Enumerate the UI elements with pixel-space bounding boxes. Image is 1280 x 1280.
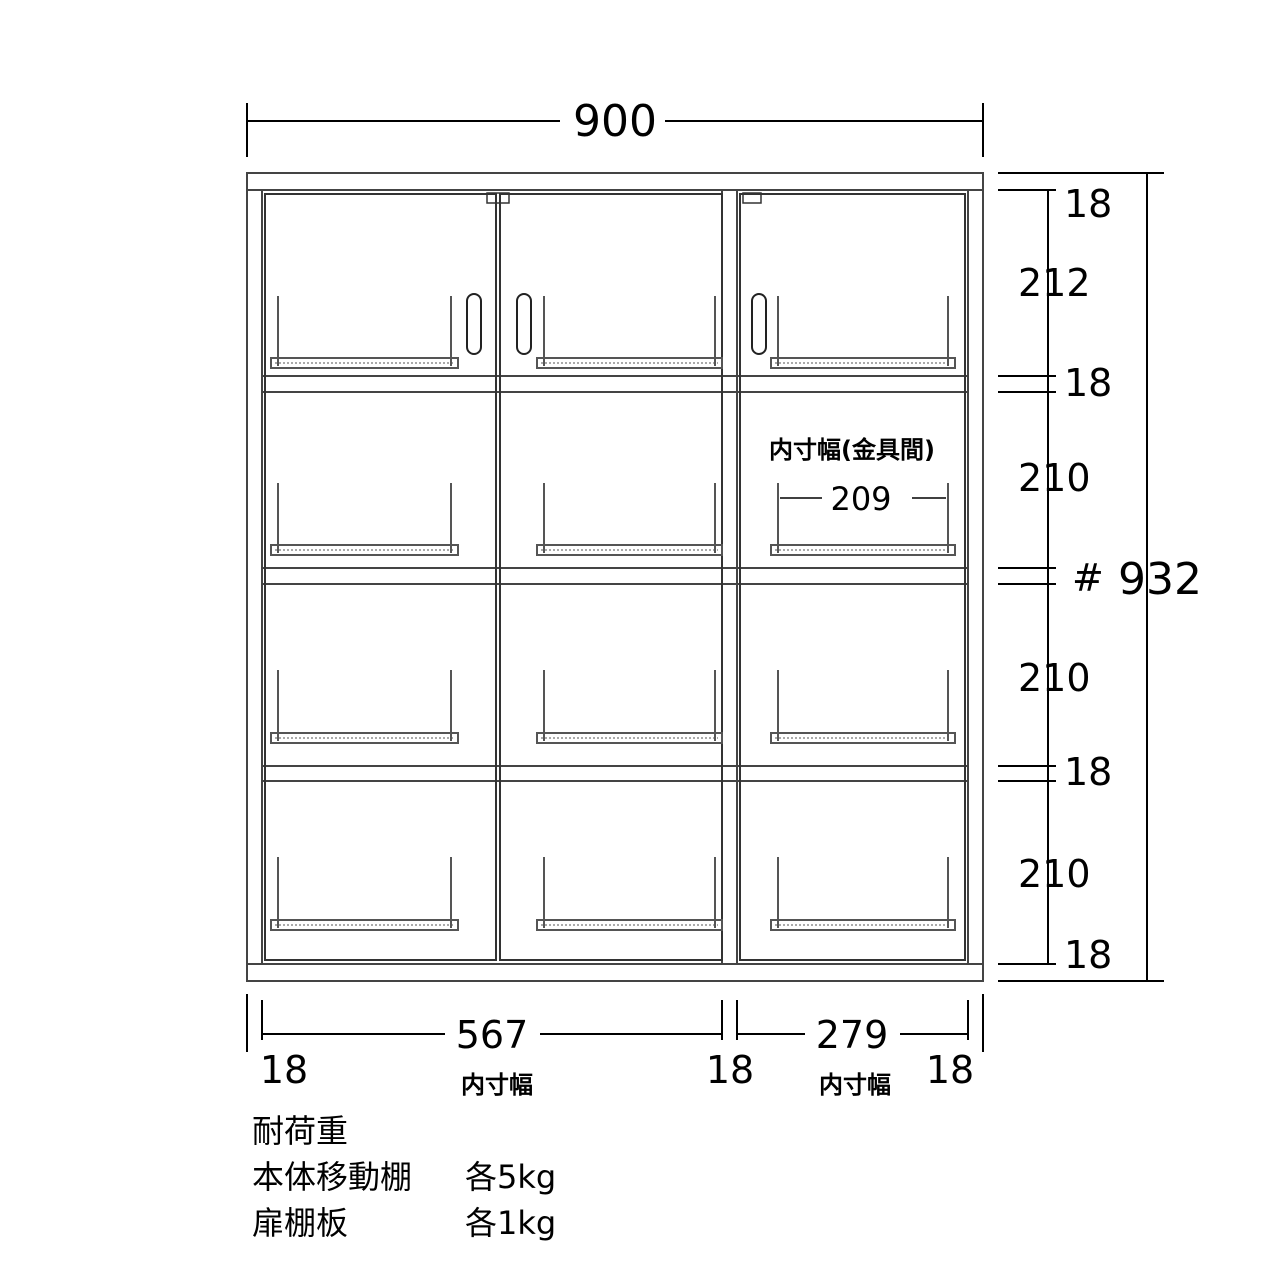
notes-row: 扉棚板 各1kg (252, 1200, 556, 1246)
door-rack-part (770, 732, 956, 744)
right-height-dimensions (998, 172, 1164, 982)
door-rack-part (536, 919, 723, 931)
notes-row-label: 扉棚板 (252, 1204, 349, 1242)
dim-section-4: 210 (1018, 852, 1091, 896)
door-rack-part (270, 919, 459, 931)
door-rack-part (270, 732, 459, 744)
total-width-label: 900 (573, 96, 657, 147)
cabinet-body (246, 172, 984, 982)
top-width-dimension (246, 103, 984, 157)
notes-title: 耐荷重 (252, 1112, 349, 1150)
notes-title-row: 耐荷重 (252, 1108, 556, 1154)
door-rack-part (770, 357, 956, 369)
door-rack-part (536, 732, 723, 744)
handle-icon (516, 293, 532, 355)
notes-row: 本体移動棚 各5kg (252, 1154, 556, 1200)
bottom-width-dimensions (246, 994, 984, 1052)
dim-bottom-board: 18 (1064, 933, 1112, 977)
dim-right-inner: 279 (816, 1013, 889, 1057)
notes-row-value: 各1kg (465, 1204, 557, 1242)
dim-section-1: 212 (1018, 261, 1091, 305)
dim-middle-side: 18 (706, 1048, 754, 1092)
load-capacity-notes: 耐荷重 本体移動棚 各5kg 扉棚板 各1kg (252, 1108, 556, 1246)
right-inner-width-label: 内寸幅 (819, 1071, 891, 1099)
left-inner-width-label: 内寸幅 (461, 1071, 533, 1099)
total-height-label: 932 (1118, 554, 1202, 605)
door-racks (270, 296, 956, 931)
dim-section-3: 210 (1018, 656, 1091, 700)
dim-shelf-1: 18 (1064, 361, 1112, 405)
handle-icon (466, 293, 482, 355)
dim-left-inner: 567 (456, 1013, 529, 1057)
notes-row-value: 各5kg (465, 1158, 557, 1196)
height-marker: # (1072, 556, 1104, 600)
inner-hardware-value: 209 (830, 480, 891, 518)
door-rack-part (536, 357, 723, 369)
notes-row-label: 本体移動棚 (252, 1158, 413, 1196)
dim-section-2: 210 (1018, 456, 1091, 500)
glass-doors (264, 192, 966, 961)
dim-shelf-3: 18 (1064, 750, 1112, 794)
door-rack-part (270, 544, 459, 556)
door-rack-part (770, 544, 956, 556)
door-rack-part (536, 544, 723, 556)
door-rack-part (270, 357, 459, 369)
dim-left-side: 18 (260, 1048, 308, 1092)
handle-icon (751, 293, 767, 355)
dim-right-side: 18 (926, 1048, 974, 1092)
door-handles (466, 293, 767, 355)
inner-hardware-label: 内寸幅(金具間) (769, 436, 935, 464)
door-rack-part (770, 919, 956, 931)
dim-top-board: 18 (1064, 182, 1112, 226)
